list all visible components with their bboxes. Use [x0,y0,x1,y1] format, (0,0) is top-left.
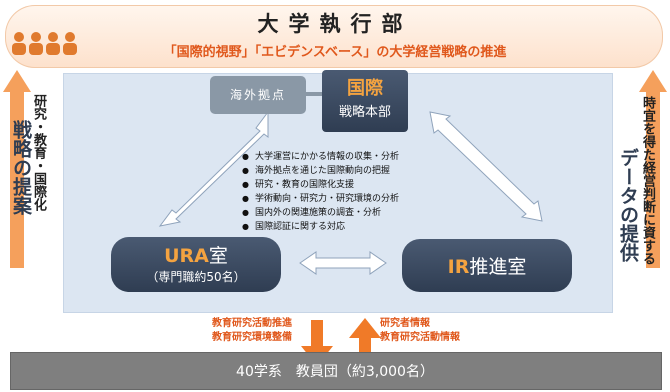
left-side-big-text: 戦略の提案 [10,120,32,215]
intl-hq-sub: 戦略本部 [338,105,391,120]
function-item: 大学運営にかかる情報の収集・分析 [242,150,399,164]
ir-office-box [402,239,572,292]
function-item: 研究・教育の国際化支援 [242,178,399,192]
faculty-label: 40学系 教員団（約3,000名） [236,364,434,380]
flow-down-label: 教育研究環境整備 [212,332,292,343]
overseas-link [306,92,326,96]
executive-title: 大学執行部 [257,12,413,36]
function-item: 国内外の関連施策の調査・分析 [242,206,399,220]
left-up-arrow [3,70,31,268]
flow-up-label: 教育研究活動情報 [380,332,460,343]
right-up-arrow [639,70,667,268]
function-item: 国際認証に関する対応 [242,220,399,234]
intl-hq-name: 国際 [347,78,383,99]
function-item: 学術動向・研究力・研究環境の分析 [242,192,399,206]
ura-office-name: URA室 [111,241,281,268]
executive-subtitle: 「国際的視野」「エビデンスベース」の大学経営戦略の推進 [163,45,507,60]
ura-office-box [111,237,281,292]
executive-banner [5,5,663,68]
overseas-base-box [210,76,306,114]
left-side-small-text: 研究・教育・国際化 [31,94,46,211]
ura-suffix: 室 [208,245,228,267]
right-side-small-text: 時宜を得た経営判断に資する [640,96,655,265]
ir-suffix: 推進室 [469,256,527,278]
flow-up-labels: 研究者情報 教育研究活動情報 [380,317,500,345]
faculty-bar [10,352,662,390]
ura-office-note: （専門職約50名） [146,270,246,284]
flow-down-label: 教育研究活動推進 [212,318,292,329]
right-side-big-text: データの提供 [617,148,639,262]
intl-strategy-hq-box [322,70,408,132]
overseas-base-label: 海外拠点 [229,88,286,102]
ura-name: URA [164,245,209,267]
function-item: 海外拠点を通じた国際動向の把握 [242,164,399,178]
ir-office-name: IR推進室 [402,252,572,279]
function-list: 大学運営にかかる情報の収集・分析 海外拠点を通じた国際動向の把握 研究・教育の国… [242,150,399,234]
flow-up-label: 研究者情報 [380,318,430,329]
flow-down-labels: 教育研究活動推進 教育研究環境整備 [170,317,292,345]
people-icon [12,32,77,55]
ir-name: IR [447,256,470,278]
